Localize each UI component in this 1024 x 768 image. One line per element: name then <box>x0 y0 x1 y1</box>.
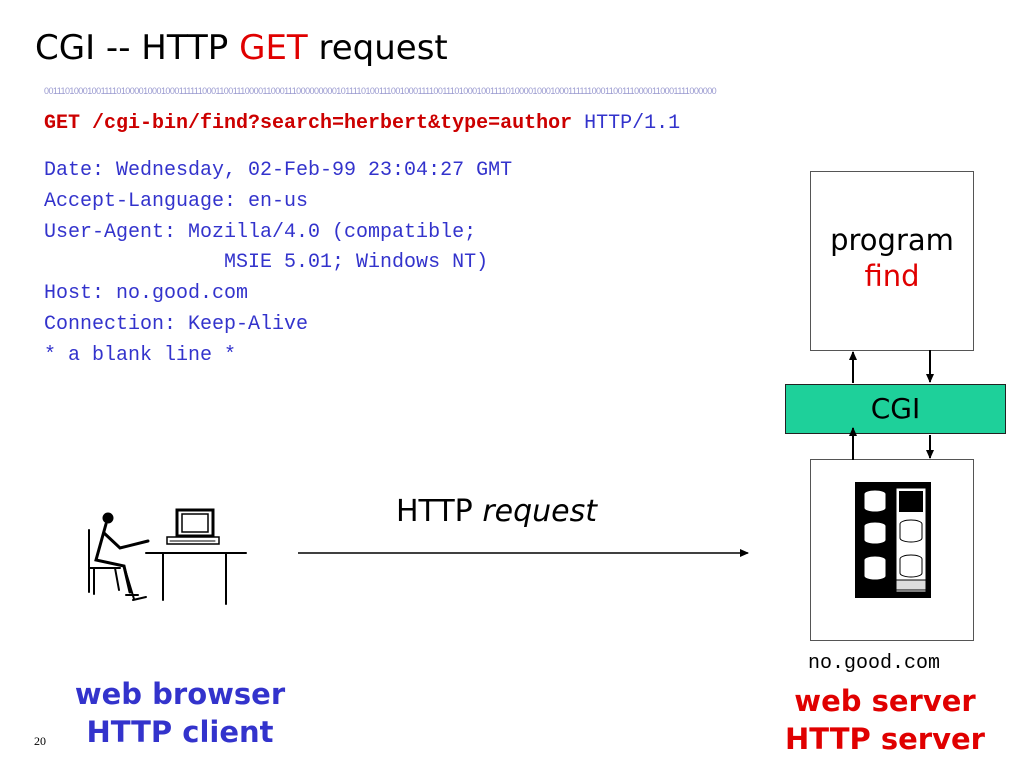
client-label: web browser HTTP client <box>60 675 300 751</box>
header-line: Connection: Keep-Alive <box>44 312 309 336</box>
host-label: no.good.com <box>808 652 941 675</box>
header-line: Date: Wednesday, 02-Feb-99 23:04:27 GMT <box>44 159 513 182</box>
header-line: MSIE 5.01; Windows NT) <box>44 251 489 275</box>
server-rack-icon <box>855 482 931 598</box>
program-label-line1: program <box>830 223 954 257</box>
program-label: program find <box>810 222 974 294</box>
header-line: * a blank line * <box>44 343 237 367</box>
server-label-line1: web server <box>794 684 976 718</box>
http-request-label: HTTP request <box>396 494 597 529</box>
title-suffix: request <box>307 28 448 68</box>
program-label-line2: find <box>864 259 920 293</box>
person-at-computer-icon <box>88 508 247 605</box>
http-request-label-italic: request <box>482 494 598 529</box>
server-label: web server HTTP server <box>770 682 1000 758</box>
binary-strip: 0011101000100111101000010001000111111000… <box>44 86 717 96</box>
server-label-line2: HTTP server <box>785 722 985 756</box>
cgi-box: CGI <box>785 384 1006 434</box>
client-label-line2: HTTP client <box>86 715 274 749</box>
page-title: CGI -- HTTP GET request <box>35 28 448 68</box>
header-line: Host: no.good.com <box>44 282 249 306</box>
title-prefix: CGI -- HTTP <box>35 28 240 68</box>
request-version: HTTP/1.1 <box>572 112 681 135</box>
title-highlight: GET <box>239 28 308 68</box>
page-number: 20 <box>34 734 46 748</box>
request-headers: Date: Wednesday, 02-Feb-99 23:04:27 GMT … <box>44 156 512 372</box>
http-request-label-plain: HTTP <box>396 494 483 529</box>
header-line: Accept-Language: en-us <box>44 189 309 213</box>
request-method-path: GET /cgi-bin/find?search=herbert&type=au… <box>44 112 573 135</box>
header-line: User-Agent: Mozilla/4.0 (compatible; <box>44 220 477 244</box>
client-label-line1: web browser <box>74 677 286 711</box>
program-box <box>810 171 974 351</box>
request-line: GET /cgi-bin/find?search=herbert&type=au… <box>44 112 680 135</box>
